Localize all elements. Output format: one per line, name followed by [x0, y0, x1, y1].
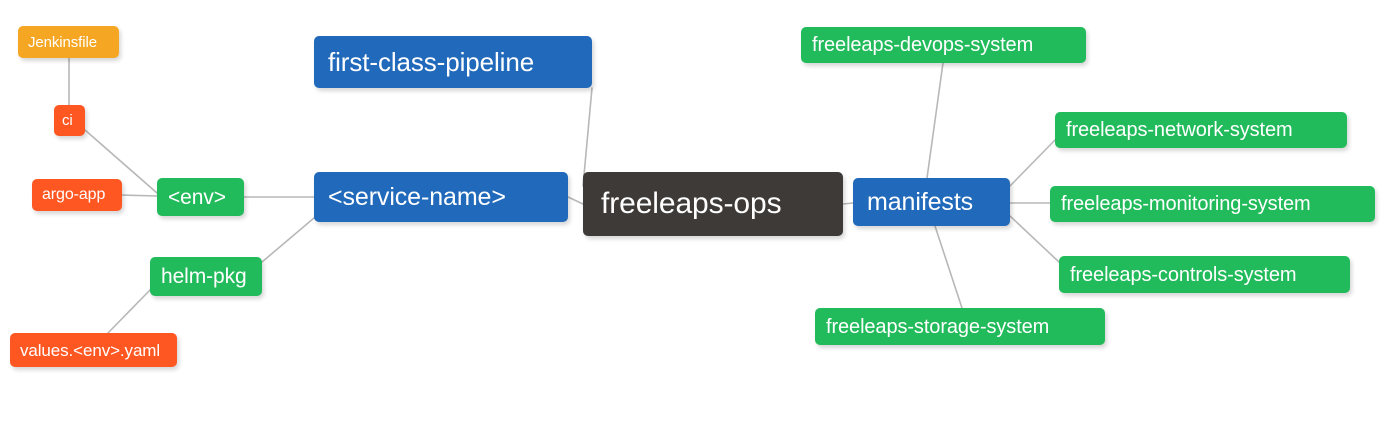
- node-argo-app[interactable]: argo-app: [32, 179, 122, 211]
- node-manifests[interactable]: manifests: [853, 178, 1010, 226]
- node-freeleaps-monitoring-system[interactable]: freeleaps-monitoring-system: [1050, 186, 1375, 222]
- node-freeleaps-controls-system[interactable]: freeleaps-controls-system: [1059, 256, 1350, 293]
- edge-root-to-manifests: [842, 202, 854, 205]
- node-values-yaml[interactable]: values.<env>.yaml: [10, 333, 177, 367]
- node-freeleaps-network-system[interactable]: freeleaps-network-system: [1055, 112, 1347, 148]
- node-label-values-yaml: values.<env>.yaml: [20, 340, 161, 360]
- node-label-first-class-pipeline: first-class-pipeline: [328, 47, 535, 77]
- node-label-freeleaps-controls-system: freeleaps-controls-system: [1070, 263, 1297, 286]
- node-label-manifests: manifests: [867, 187, 974, 216]
- node-service-name[interactable]: <service-name>: [314, 172, 568, 222]
- edge-manifests-to-freeleaps-controls-system: [1009, 215, 1060, 263]
- node-label-helm-pkg: helm-pkg: [161, 265, 247, 288]
- node-label-jenkinsfile: Jenkinsfile: [28, 33, 97, 51]
- node-label-freeleaps-storage-system: freeleaps-storage-system: [826, 315, 1050, 338]
- node-jenkinsfile[interactable]: Jenkinsfile: [18, 26, 119, 58]
- node-label-ci: ci: [62, 112, 73, 129]
- edge-service-name-to-helm-pkg: [261, 217, 315, 263]
- edge-manifests-to-freeleaps-storage-system: [934, 225, 963, 309]
- node-label-freeleaps-monitoring-system: freeleaps-monitoring-system: [1061, 193, 1311, 215]
- node-label-env: <env>: [168, 185, 226, 209]
- node-freeleaps-devops-system[interactable]: freeleaps-devops-system: [801, 27, 1086, 63]
- node-root[interactable]: freeleaps-ops: [583, 172, 843, 236]
- node-env[interactable]: <env>: [157, 178, 244, 216]
- node-label-service-name: <service-name>: [328, 182, 506, 211]
- edge-root-to-service-name: [567, 196, 584, 205]
- node-label-root: freeleaps-ops: [601, 187, 782, 220]
- node-first-class-pipeline[interactable]: first-class-pipeline: [314, 36, 592, 88]
- node-freeleaps-storage-system[interactable]: freeleaps-storage-system: [815, 308, 1105, 345]
- edge-manifests-to-freeleaps-network-system: [1009, 139, 1056, 187]
- node-label-argo-app: argo-app: [42, 186, 106, 203]
- node-label-freeleaps-devops-system: freeleaps-devops-system: [812, 34, 1034, 56]
- edge-helm-pkg-to-values-yaml: [107, 289, 151, 334]
- edge-env-to-argo-app: [121, 194, 158, 197]
- node-label-freeleaps-network-system: freeleaps-network-system: [1066, 119, 1293, 141]
- node-helm-pkg[interactable]: helm-pkg: [150, 257, 262, 296]
- edge-manifests-to-freeleaps-devops-system: [926, 62, 944, 179]
- node-ci[interactable]: ci: [54, 105, 85, 136]
